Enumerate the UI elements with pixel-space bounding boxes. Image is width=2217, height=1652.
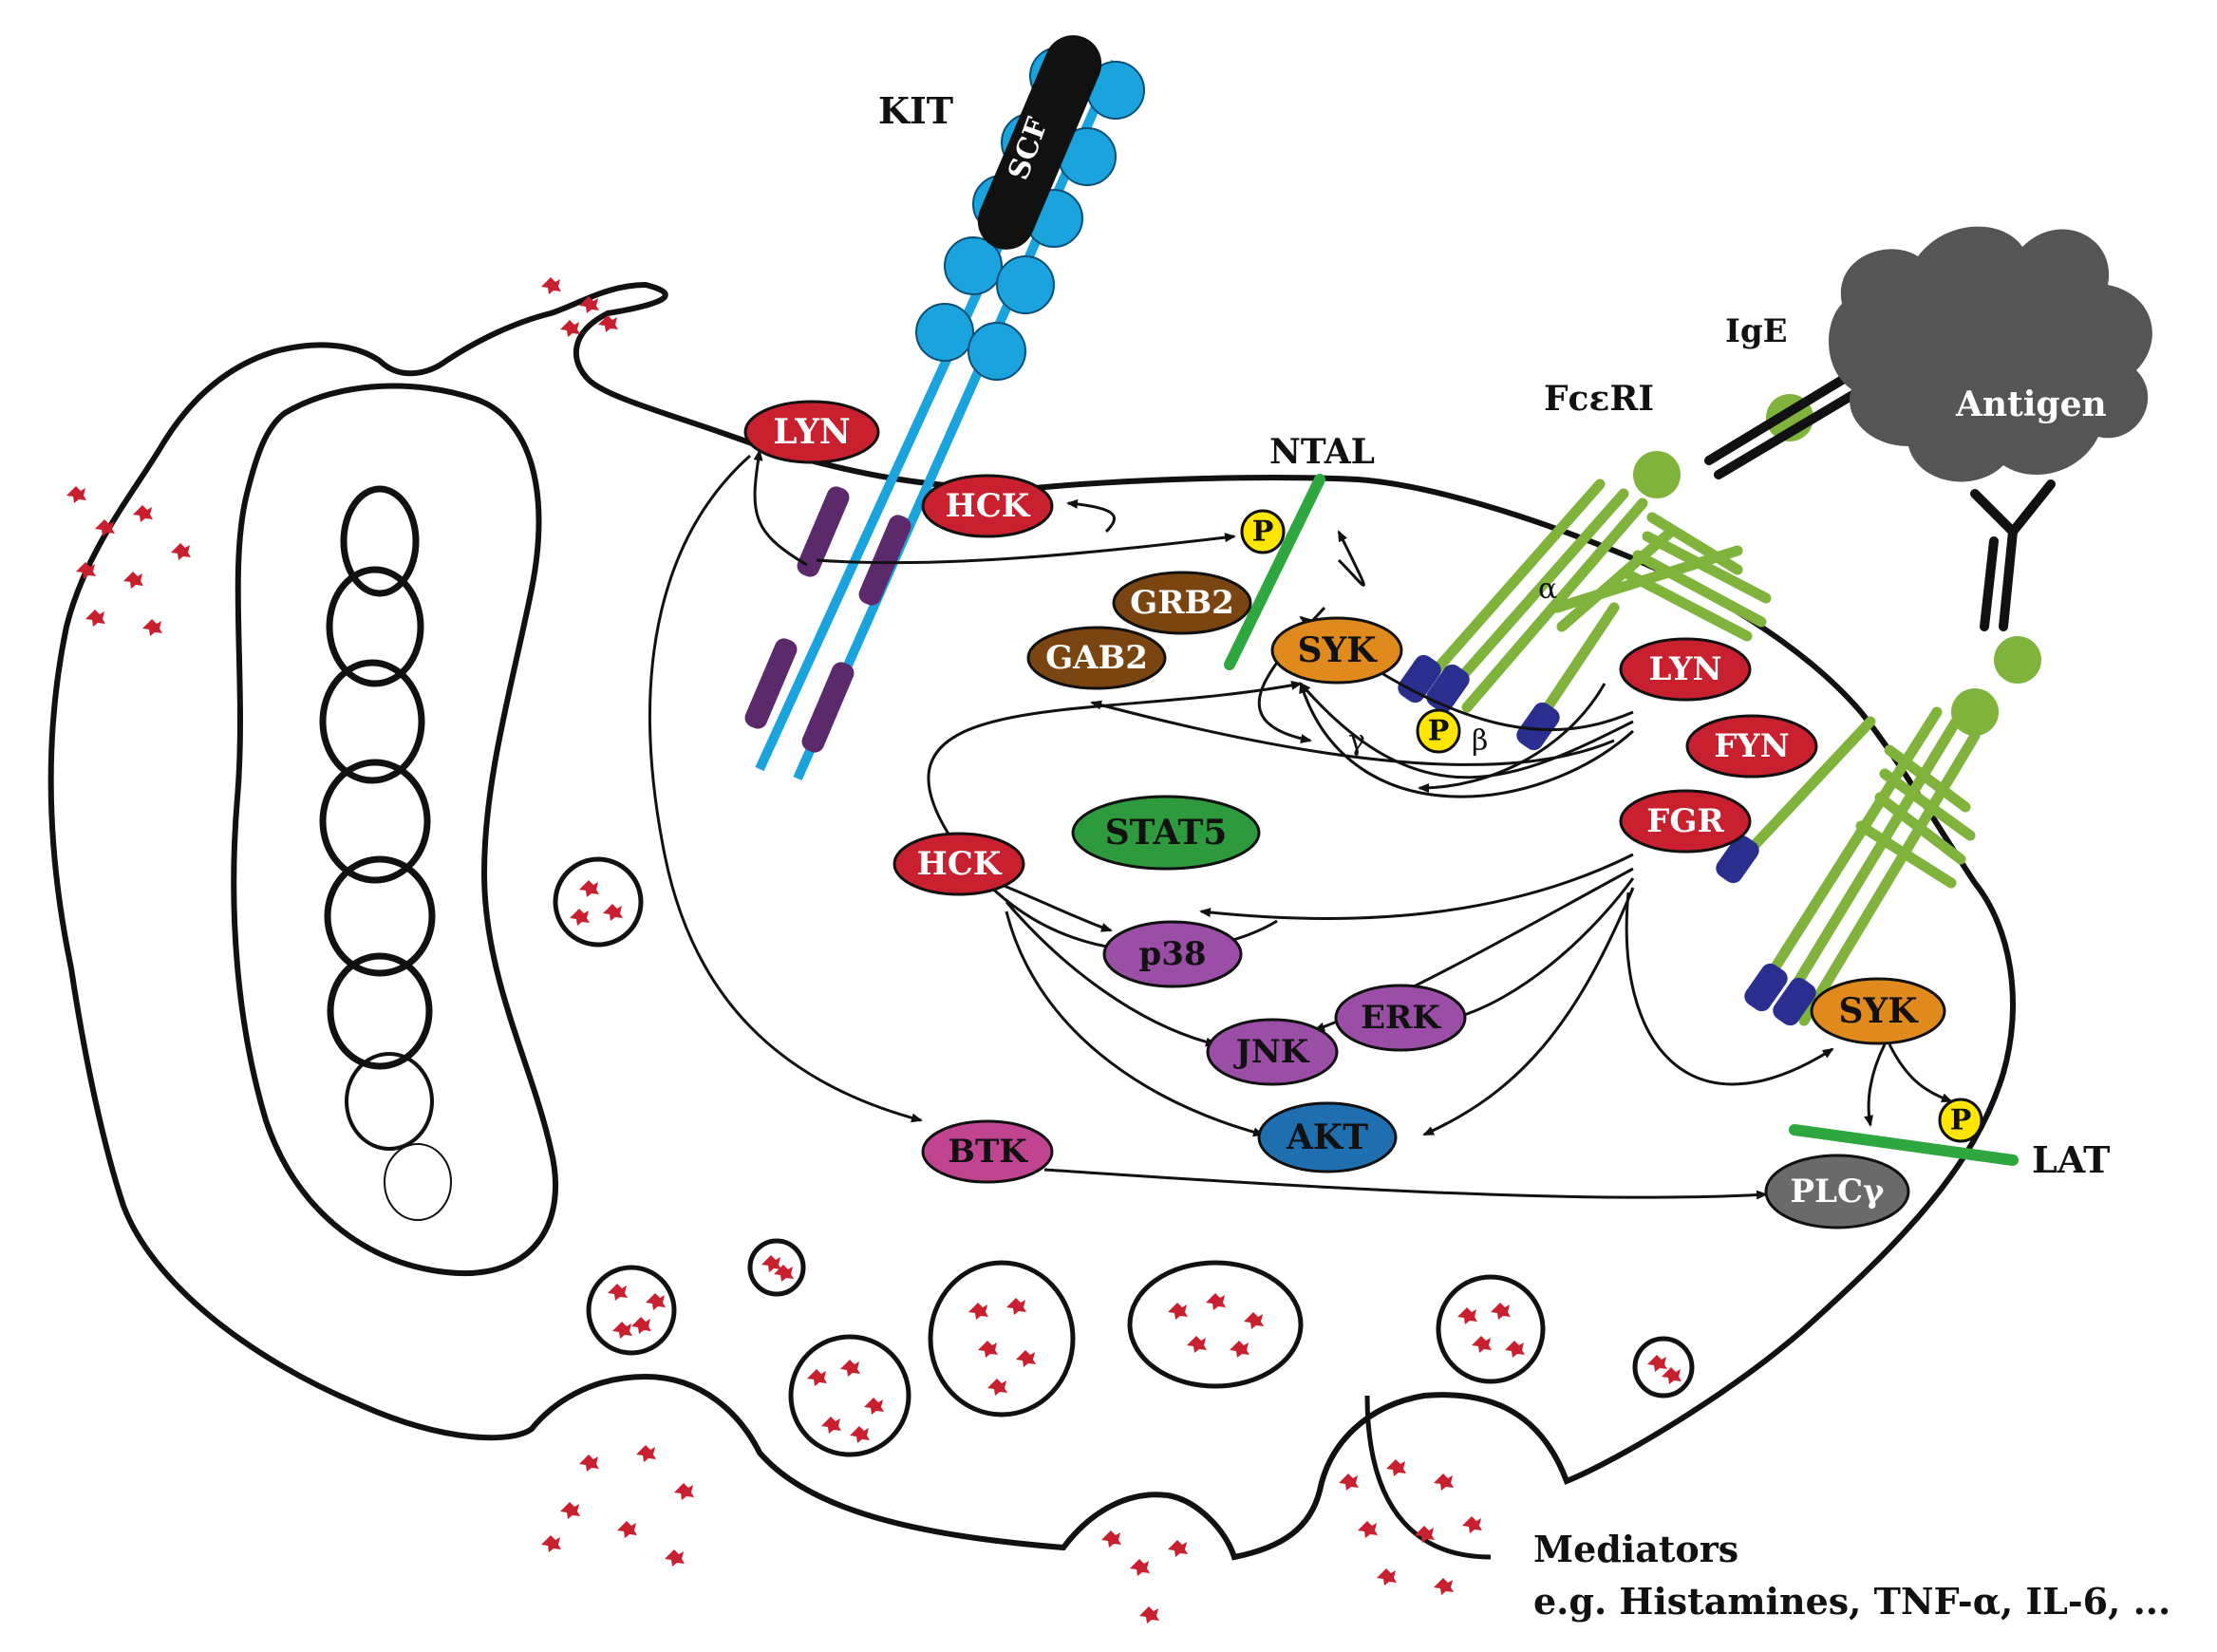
svg-text:ERK: ERK [1361, 999, 1441, 1037]
phospho-lat: P [1950, 1104, 1972, 1137]
node-p38: p38 [1102, 920, 1243, 988]
svg-text:AKT: AKT [1286, 1117, 1368, 1157]
antigen-blob [1829, 226, 2152, 482]
mediators-examples: e.g. Histamines, TNF-α, IL-6, ... [1533, 1580, 2170, 1623]
alpha-label: α [1538, 573, 1557, 606]
node-hck-top: HCK [921, 474, 1054, 538]
fceri-blue-tails [1398, 654, 1816, 1026]
kit-receptor [744, 35, 1145, 781]
svg-text:LYN: LYN [1648, 650, 1721, 688]
svg-text:JNK: JNK [1233, 1033, 1310, 1071]
ntal-bar [1224, 474, 1325, 670]
phospho-ntal: P [1252, 516, 1274, 549]
node-lyn-right: LYN [1619, 637, 1752, 702]
node-stat5: STAT5 [1071, 795, 1261, 871]
lat-bar [1789, 1124, 2019, 1166]
scf-ligand [977, 35, 1102, 250]
antigen-label: Antigen [1955, 385, 2107, 424]
lat-label: LAT [2032, 1138, 2110, 1181]
svg-text:GAB2: GAB2 [1045, 639, 1148, 677]
svg-text:PLCγ: PLCγ [1791, 1173, 1886, 1211]
svg-text:HCK: HCK [917, 845, 1003, 883]
node-btk: BTK [921, 1119, 1054, 1184]
mediators-label: Mediators [1533, 1528, 1738, 1570]
phospho-beta: P [1428, 715, 1450, 748]
dna-helix [319, 485, 452, 1221]
node-lyn-top: LYN [743, 400, 880, 464]
node-hck-mid: HCK [892, 832, 1025, 896]
kit-label: KIT [878, 89, 953, 132]
svg-text:SYK: SYK [1839, 991, 1920, 1031]
ige-label: IgE [1725, 312, 1788, 350]
svg-text:SYK: SYK [1298, 630, 1379, 670]
node-fgr: FGR [1619, 789, 1752, 854]
beta-label: β [1472, 724, 1488, 758]
node-erk: ERK [1334, 984, 1467, 1052]
node-fyn: FYN [1685, 714, 1818, 779]
node-syk-bottom: SYK [1810, 977, 1946, 1045]
node-gab2: GAB2 [1026, 626, 1167, 690]
fceri-label: FcεRI [1544, 379, 1654, 419]
svg-text:FYN: FYN [1714, 727, 1790, 765]
svg-text:FGR: FGR [1646, 802, 1724, 840]
phospho-sites: P P P [1240, 509, 1983, 1143]
node-syk-top: SYK [1270, 616, 1403, 685]
svg-text:p38: p38 [1138, 935, 1206, 973]
signaling-arrows [648, 449, 1953, 1200]
node-jnk: JNK [1206, 1018, 1339, 1086]
node-plcg: PLCγ [1764, 1154, 1910, 1230]
nucleus [231, 383, 558, 1277]
granule-mediators [66, 277, 1682, 1624]
node-akt: AKT [1257, 1101, 1398, 1173]
svg-text:GRB2: GRB2 [1130, 584, 1234, 622]
ntal-label: NTAL [1269, 432, 1375, 472]
node-grb2: GRB2 [1112, 571, 1252, 635]
svg-text:BTK: BTK [948, 1133, 1028, 1171]
svg-text:HCK: HCK [946, 487, 1031, 525]
svg-text:STAT5: STAT5 [1105, 813, 1228, 853]
svg-text:LYN: LYN [773, 412, 851, 452]
fceri-receptor-top [1419, 479, 1772, 727]
cell-membrane [47, 281, 2016, 1561]
granules-internal [553, 856, 1695, 1560]
